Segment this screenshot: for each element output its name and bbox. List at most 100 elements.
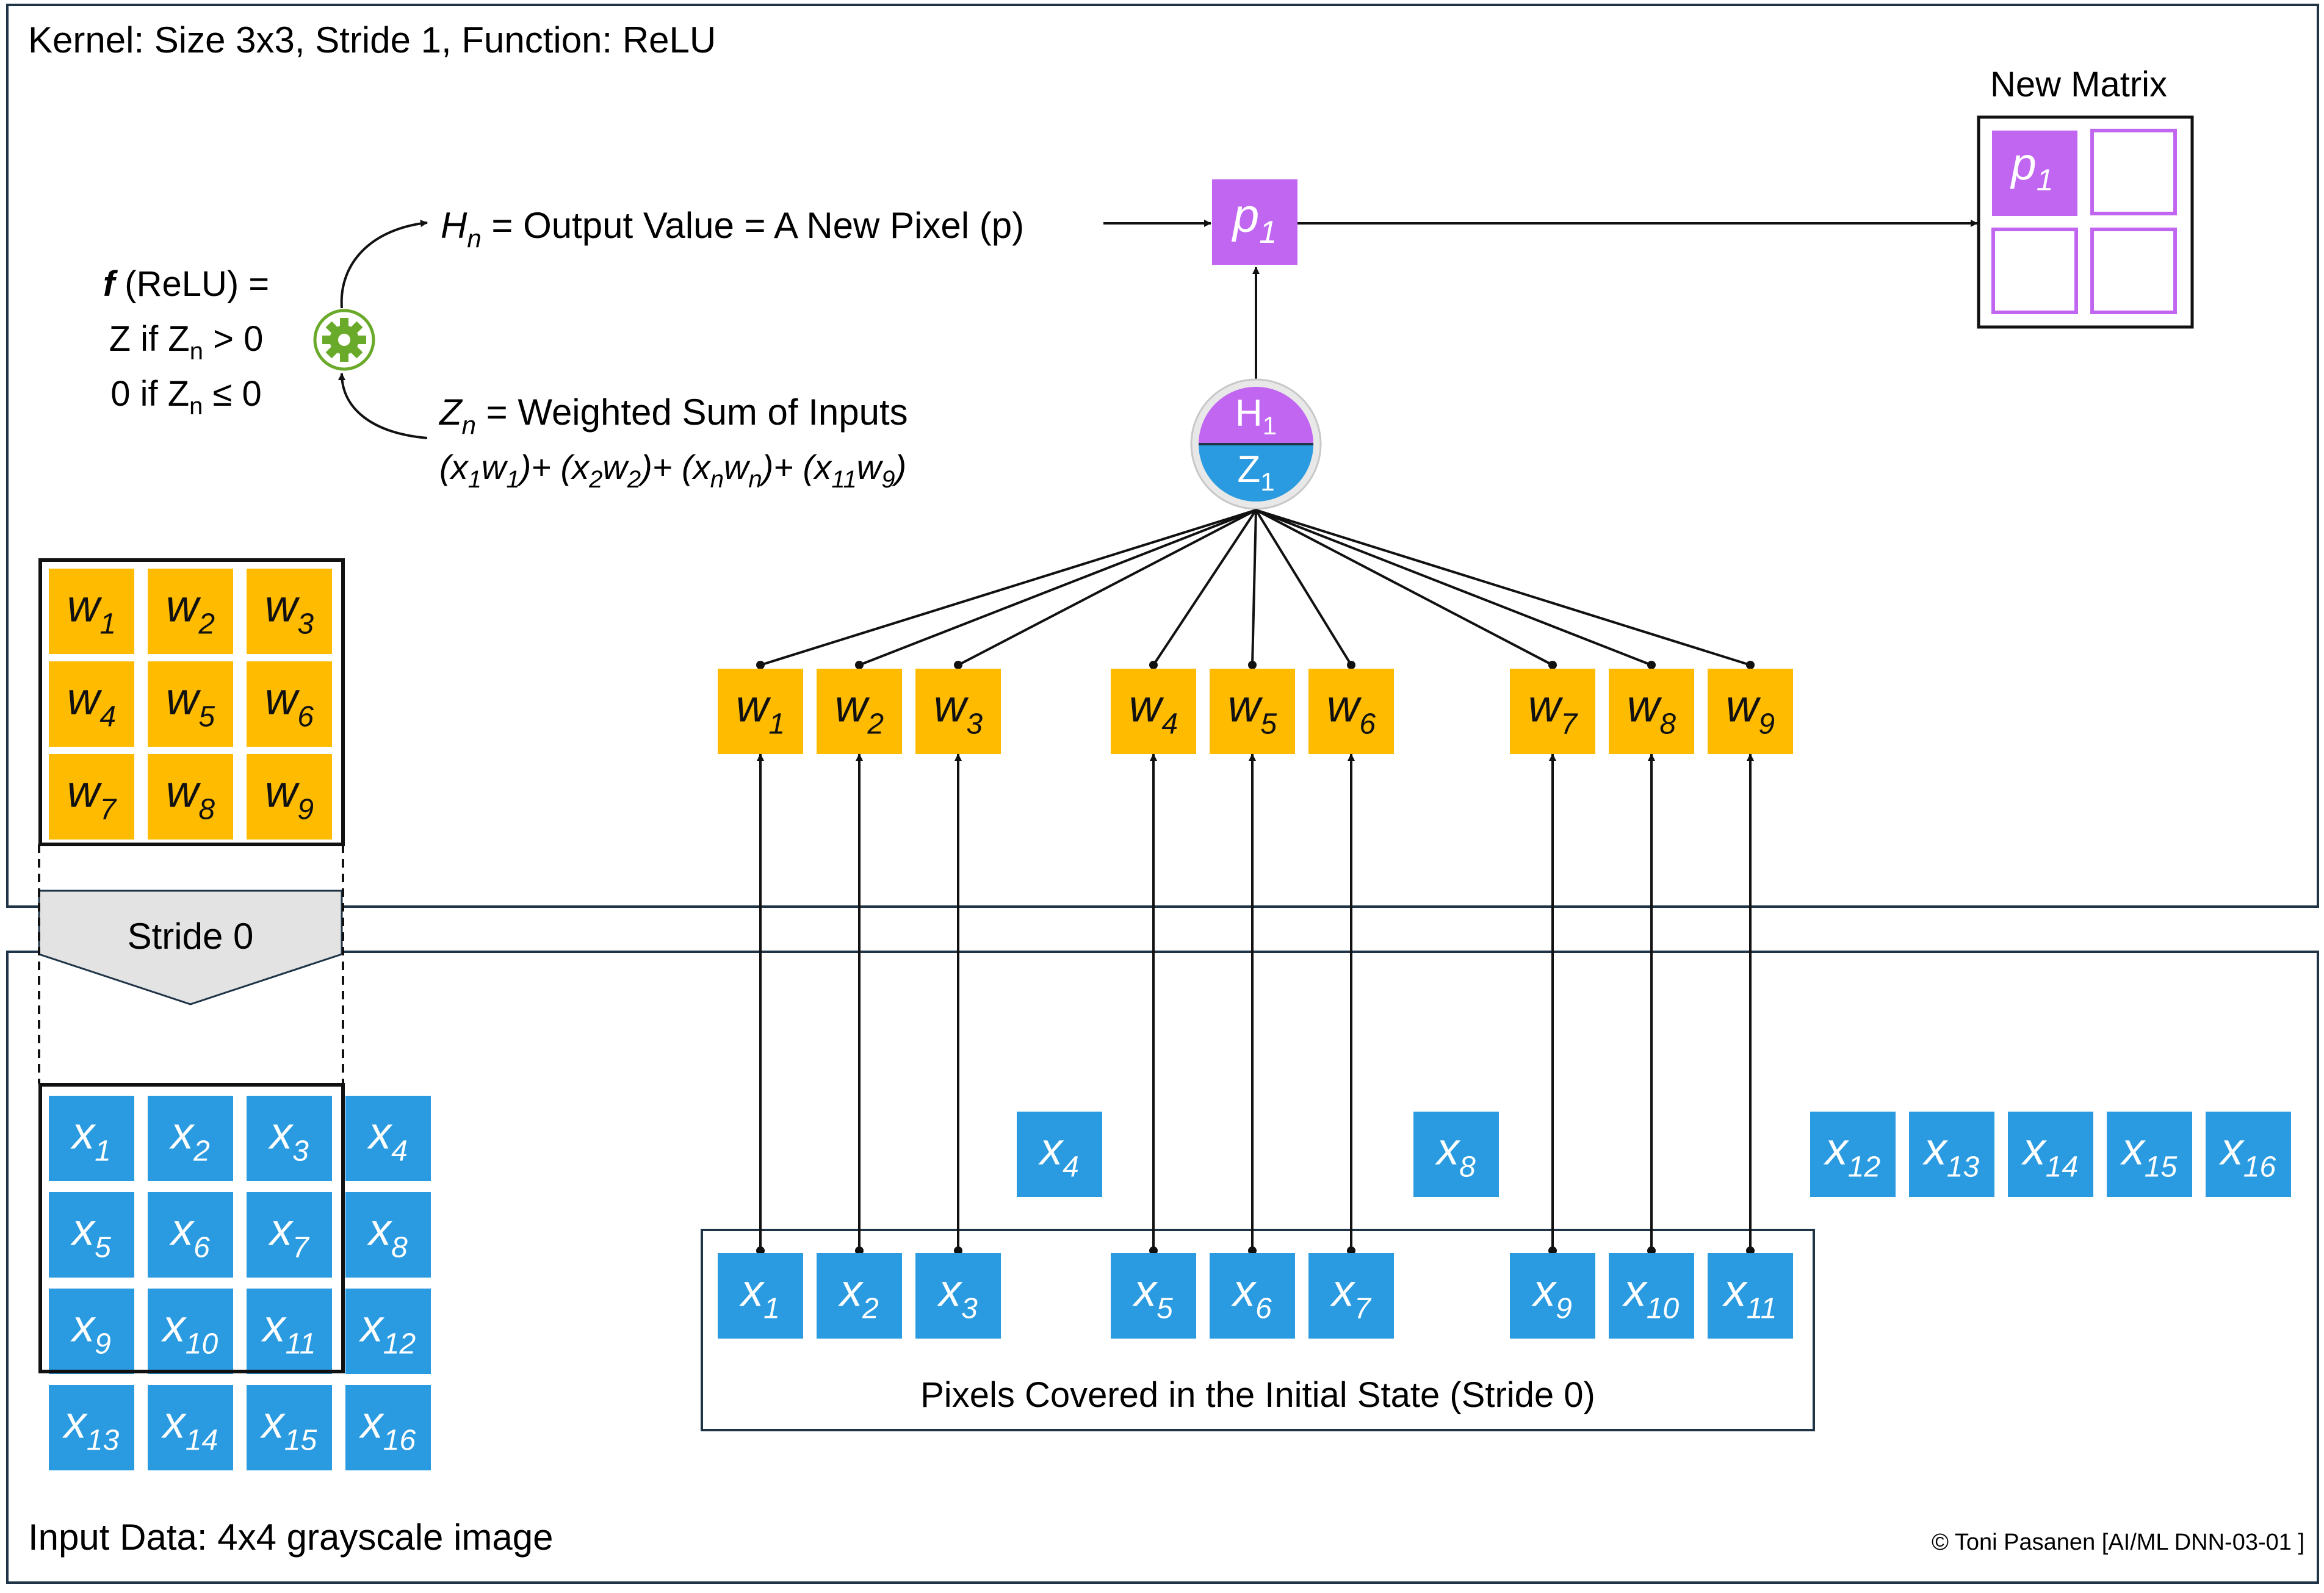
new-pixel-p1-label: p1 [1232,189,1277,250]
uncovered-input-14-label: x14 [2021,1123,2078,1183]
kernel-weight-7 [49,754,134,840]
covered-input-7 [1308,1253,1394,1339]
weight-9 [1708,669,1793,754]
output-value-text: Hn = Output Value = A New Pixel (p) [441,205,1024,253]
weight-5-label: w5 [1228,680,1277,740]
input-pixel-10-label: x10 [161,1300,218,1360]
input-pixel-3-label: x3 [268,1107,309,1167]
weight-7 [1510,669,1595,754]
covered-input-1-label: x1 [739,1265,780,1325]
input-pixel-12-label: x12 [359,1300,416,1360]
input-panel [6,951,2319,1584]
connection-dot [1248,1246,1257,1255]
weight-6-label: w6 [1327,680,1376,740]
kernel-weight-8-label: w8 [166,766,215,825]
weight-3-label: w3 [934,680,983,740]
new-matrix-cell-empty [2090,228,2177,314]
uncovered-input-4-label: x4 [1038,1123,1079,1183]
covered-pixels-box [701,1229,1815,1431]
new-pixel-p1 [1212,179,1297,265]
neuron-h-label: H1 [1235,392,1277,440]
relu-line-2: Z if Zn > 0 [109,319,264,365]
input-pixel-14-label: x14 [161,1397,218,1456]
kernel-weight-5-label: w5 [166,673,215,733]
relu-line-1: f (ReLU) = [103,264,269,304]
input-pixel-6-label: x6 [169,1204,210,1264]
connection-dot [1149,1246,1158,1255]
weight-to-neuron-line [1255,509,1352,666]
weighted-sum-formula: (x1w1)+ (x2w2)+ (xnwn)+ (x11w9) [439,448,906,493]
new-matrix-cell-p1 [1992,131,2077,216]
weight-4 [1111,669,1196,754]
uncovered-input-13-label: x13 [1922,1123,1980,1183]
uncovered-input-14 [2008,1112,2093,1197]
connection-dot [954,661,962,669]
covered-input-7-label: x7 [1330,1265,1372,1325]
kernel-weight-6 [247,661,332,747]
covered-input-11-label: x11 [1722,1265,1777,1325]
input-pixel-12 [345,1289,431,1374]
input-pixel-7 [247,1192,332,1278]
weight-8-label: w8 [1627,680,1676,740]
connection-dot [756,1246,765,1255]
uncovered-input-15-label: x15 [2120,1123,2178,1183]
input-pixel-5 [49,1192,134,1278]
connection-dot [954,1246,962,1255]
new-matrix-title: New Matrix [1990,65,2167,104]
input-panel-label: Input Data: 4x4 grayscale image [28,1517,553,1558]
kernel-weight-9-label: w9 [265,766,314,825]
covered-input-3 [915,1253,1001,1339]
new-matrix-cell-empty [2090,129,2177,215]
stride-arrow-shape [38,890,343,1005]
kernel-weight-1-label: w1 [67,580,116,640]
connection-dot [855,661,864,669]
covered-input-5 [1111,1253,1196,1339]
weight-6 [1308,669,1394,754]
input-pixel-1-label: x1 [70,1107,111,1167]
covered-input-10 [1609,1253,1694,1339]
kernel-panel-label: Kernel: Size 3x3, Stride 1, Function: Re… [28,20,716,60]
input-pixel-16-label: x16 [359,1397,416,1456]
weight-3 [915,669,1001,754]
covered-input-11 [1708,1253,1793,1339]
weight-to-neuron-line [1251,509,1257,666]
input-pixel-4-label: x4 [367,1107,408,1167]
weight-to-neuron-line [859,509,1257,666]
weight-8 [1609,669,1694,754]
uncovered-input-8 [1413,1112,1499,1197]
weight-to-neuron-line [958,509,1257,666]
kernel-weight-3-label: w3 [265,580,314,640]
connection-dot [1548,661,1557,669]
input-pixel-1 [49,1096,134,1181]
input-pixel-8 [345,1192,431,1278]
connection-dot [1746,661,1755,669]
input-pixel-13 [49,1385,134,1470]
weight-1 [718,669,803,754]
connection-dot [1248,661,1257,669]
weight-to-neuron-line [1255,509,1652,666]
new-matrix-frame [1977,115,2194,329]
weight-to-neuron-line [760,509,1257,666]
input-pixel-9 [49,1289,134,1374]
weight-5 [1210,669,1295,754]
uncovered-input-13 [1909,1112,1994,1197]
connection-dot [855,1246,864,1255]
input-pixel-6 [148,1192,233,1278]
input-pixel-9-label: x9 [70,1300,111,1360]
connection-dot [1548,1246,1557,1255]
kernel-weight-2-label: w2 [166,580,215,640]
covered-input-3-label: x3 [937,1265,978,1325]
covered-input-6 [1210,1253,1295,1339]
connection-dot [1647,661,1656,669]
connection-dot [1347,1246,1355,1255]
weight-2-label: w2 [835,680,884,740]
weight-to-neuron-line [1255,509,1553,666]
covered-input-10-label: x10 [1622,1265,1680,1325]
weight-to-neuron-line [1255,509,1751,666]
uncovered-input-12-label: x12 [1824,1123,1880,1183]
